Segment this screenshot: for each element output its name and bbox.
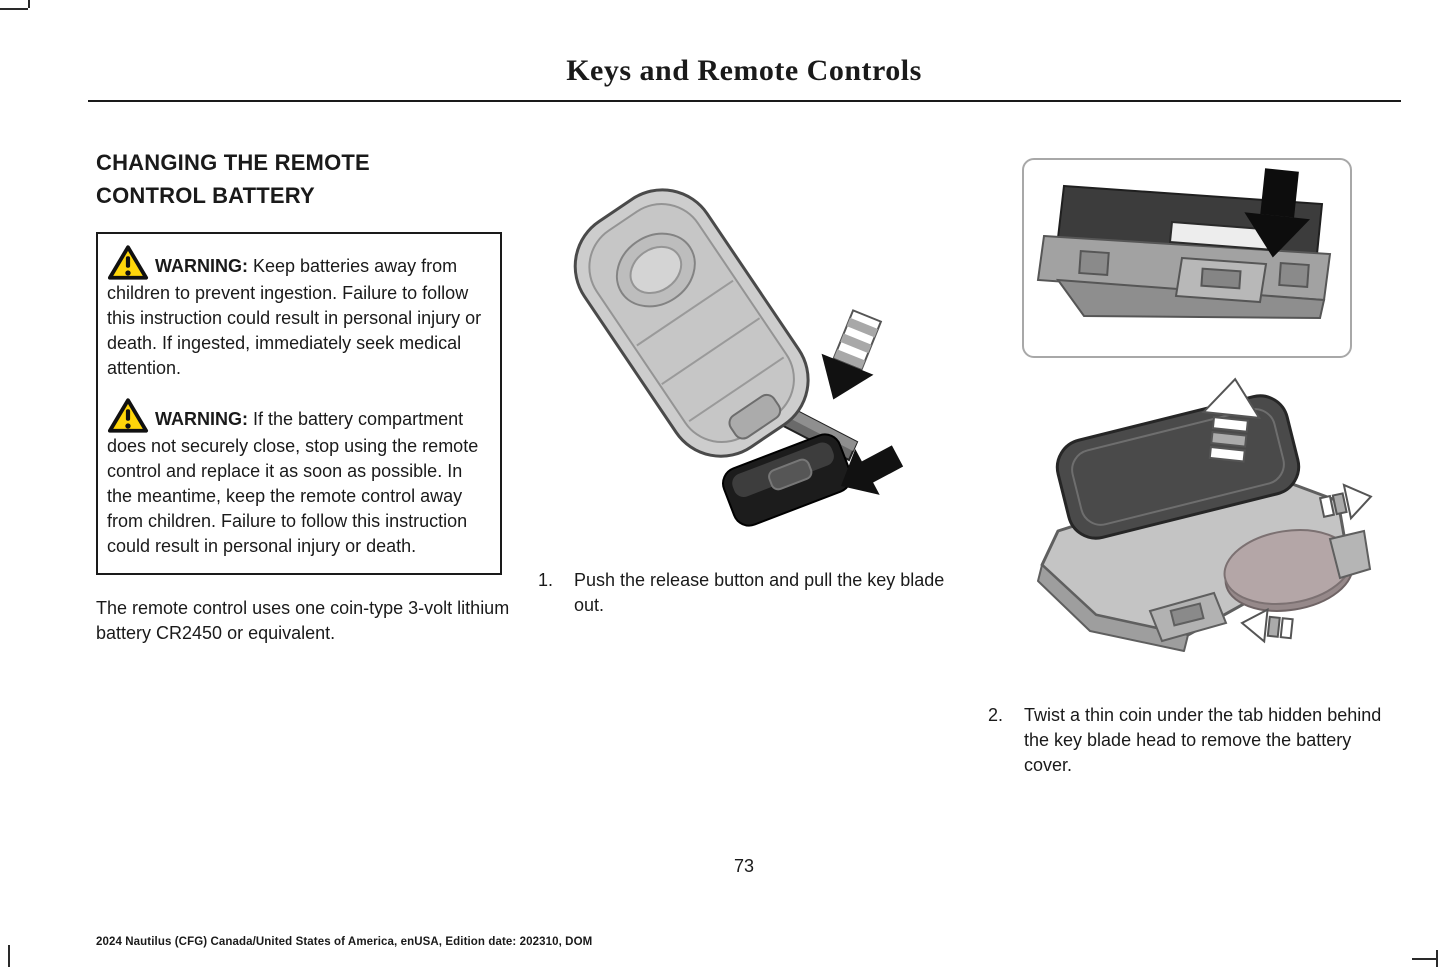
keyfob-body bbox=[573, 188, 810, 458]
page-title: Keys and Remote Controls bbox=[566, 54, 922, 87]
warning-paragraph-2: WARNING:If the battery compartment does … bbox=[107, 397, 490, 559]
body-paragraph: The remote control uses one coin-type 3-… bbox=[96, 598, 510, 643]
warning-triangle-icon bbox=[107, 398, 149, 433]
battery-compartment-frame bbox=[1022, 158, 1352, 358]
key-blade-head bbox=[722, 433, 852, 527]
header-rule bbox=[88, 100, 1401, 102]
warning-triangle-icon bbox=[107, 245, 149, 280]
crop-mark bbox=[8, 945, 10, 967]
coin bbox=[1223, 529, 1354, 612]
crop-mark bbox=[1436, 950, 1438, 967]
striped-twist-arrow-icon bbox=[1240, 607, 1294, 644]
section-heading: CHANGING THE REMOTE CONTROL BATTERY bbox=[96, 150, 370, 208]
solid-left-arrow-icon bbox=[841, 445, 904, 495]
step-1: 1. Push the release button and pull the … bbox=[538, 568, 948, 618]
warning-paragraph-1: WARNING:Keep batteries away from childre… bbox=[107, 244, 490, 381]
step-2: 2. Twist a thin coin under the tab hidde… bbox=[988, 703, 1388, 778]
keyfob-key-blade-illustration bbox=[573, 188, 904, 527]
striped-twist-arrow-icon bbox=[1318, 483, 1373, 521]
battery-compartment-illustration bbox=[1036, 168, 1332, 320]
warning-text: Keep batteries away from children to pre… bbox=[107, 256, 482, 378]
warning-label: WARNING: bbox=[155, 409, 248, 429]
step-number: 1. bbox=[538, 570, 554, 590]
step-text: Twist a thin coin under the tab hidden b… bbox=[1024, 705, 1382, 775]
warning-label: WARNING: bbox=[155, 256, 248, 276]
warning-box: WARNING:Keep batteries away from childre… bbox=[96, 232, 502, 575]
step-text: Push the release button and pull the key… bbox=[574, 570, 945, 615]
page-number: 73 bbox=[733, 856, 755, 876]
warning-text: If the battery compartment does not secu… bbox=[107, 409, 479, 556]
striped-down-arrow-icon bbox=[821, 309, 883, 400]
footer-text: 2024 Nautilus (CFG) Canada/United States… bbox=[96, 936, 593, 948]
striped-up-arrow-icon bbox=[1201, 377, 1262, 463]
crop-mark bbox=[1412, 958, 1438, 960]
crop-mark bbox=[0, 8, 28, 10]
step-number: 2. bbox=[988, 705, 1004, 725]
solid-down-arrow-icon bbox=[1244, 168, 1311, 258]
crop-mark bbox=[28, 0, 30, 8]
release-button bbox=[728, 393, 782, 440]
cover-tab bbox=[1328, 529, 1372, 580]
battery-cover-illustration bbox=[1037, 377, 1373, 652]
